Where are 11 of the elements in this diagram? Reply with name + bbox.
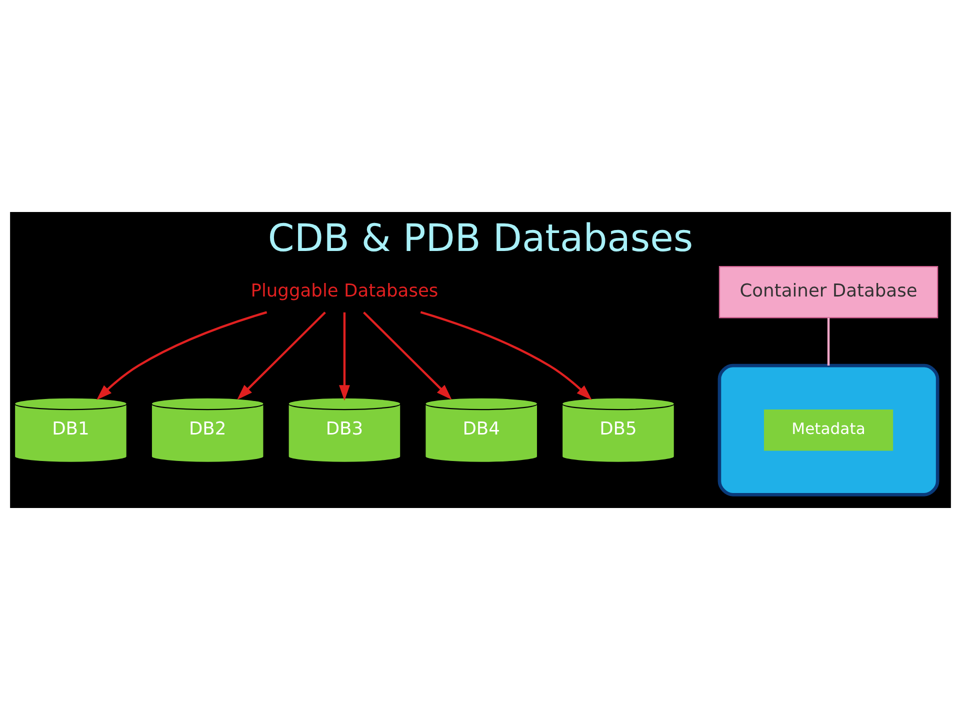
diagram-title: CDB & PDB Databases — [267, 216, 693, 260]
arrow — [420, 311, 592, 400]
arrow — [96, 311, 267, 400]
arrow — [236, 312, 326, 400]
node-box: Container Database — [718, 266, 938, 318]
cluster — [717, 364, 939, 496]
arrow — [338, 312, 350, 401]
node-text: Pluggable Databases — [250, 280, 438, 302]
node-box: Metadata — [763, 410, 893, 451]
connector — [826, 318, 830, 366]
arrow — [362, 312, 452, 400]
